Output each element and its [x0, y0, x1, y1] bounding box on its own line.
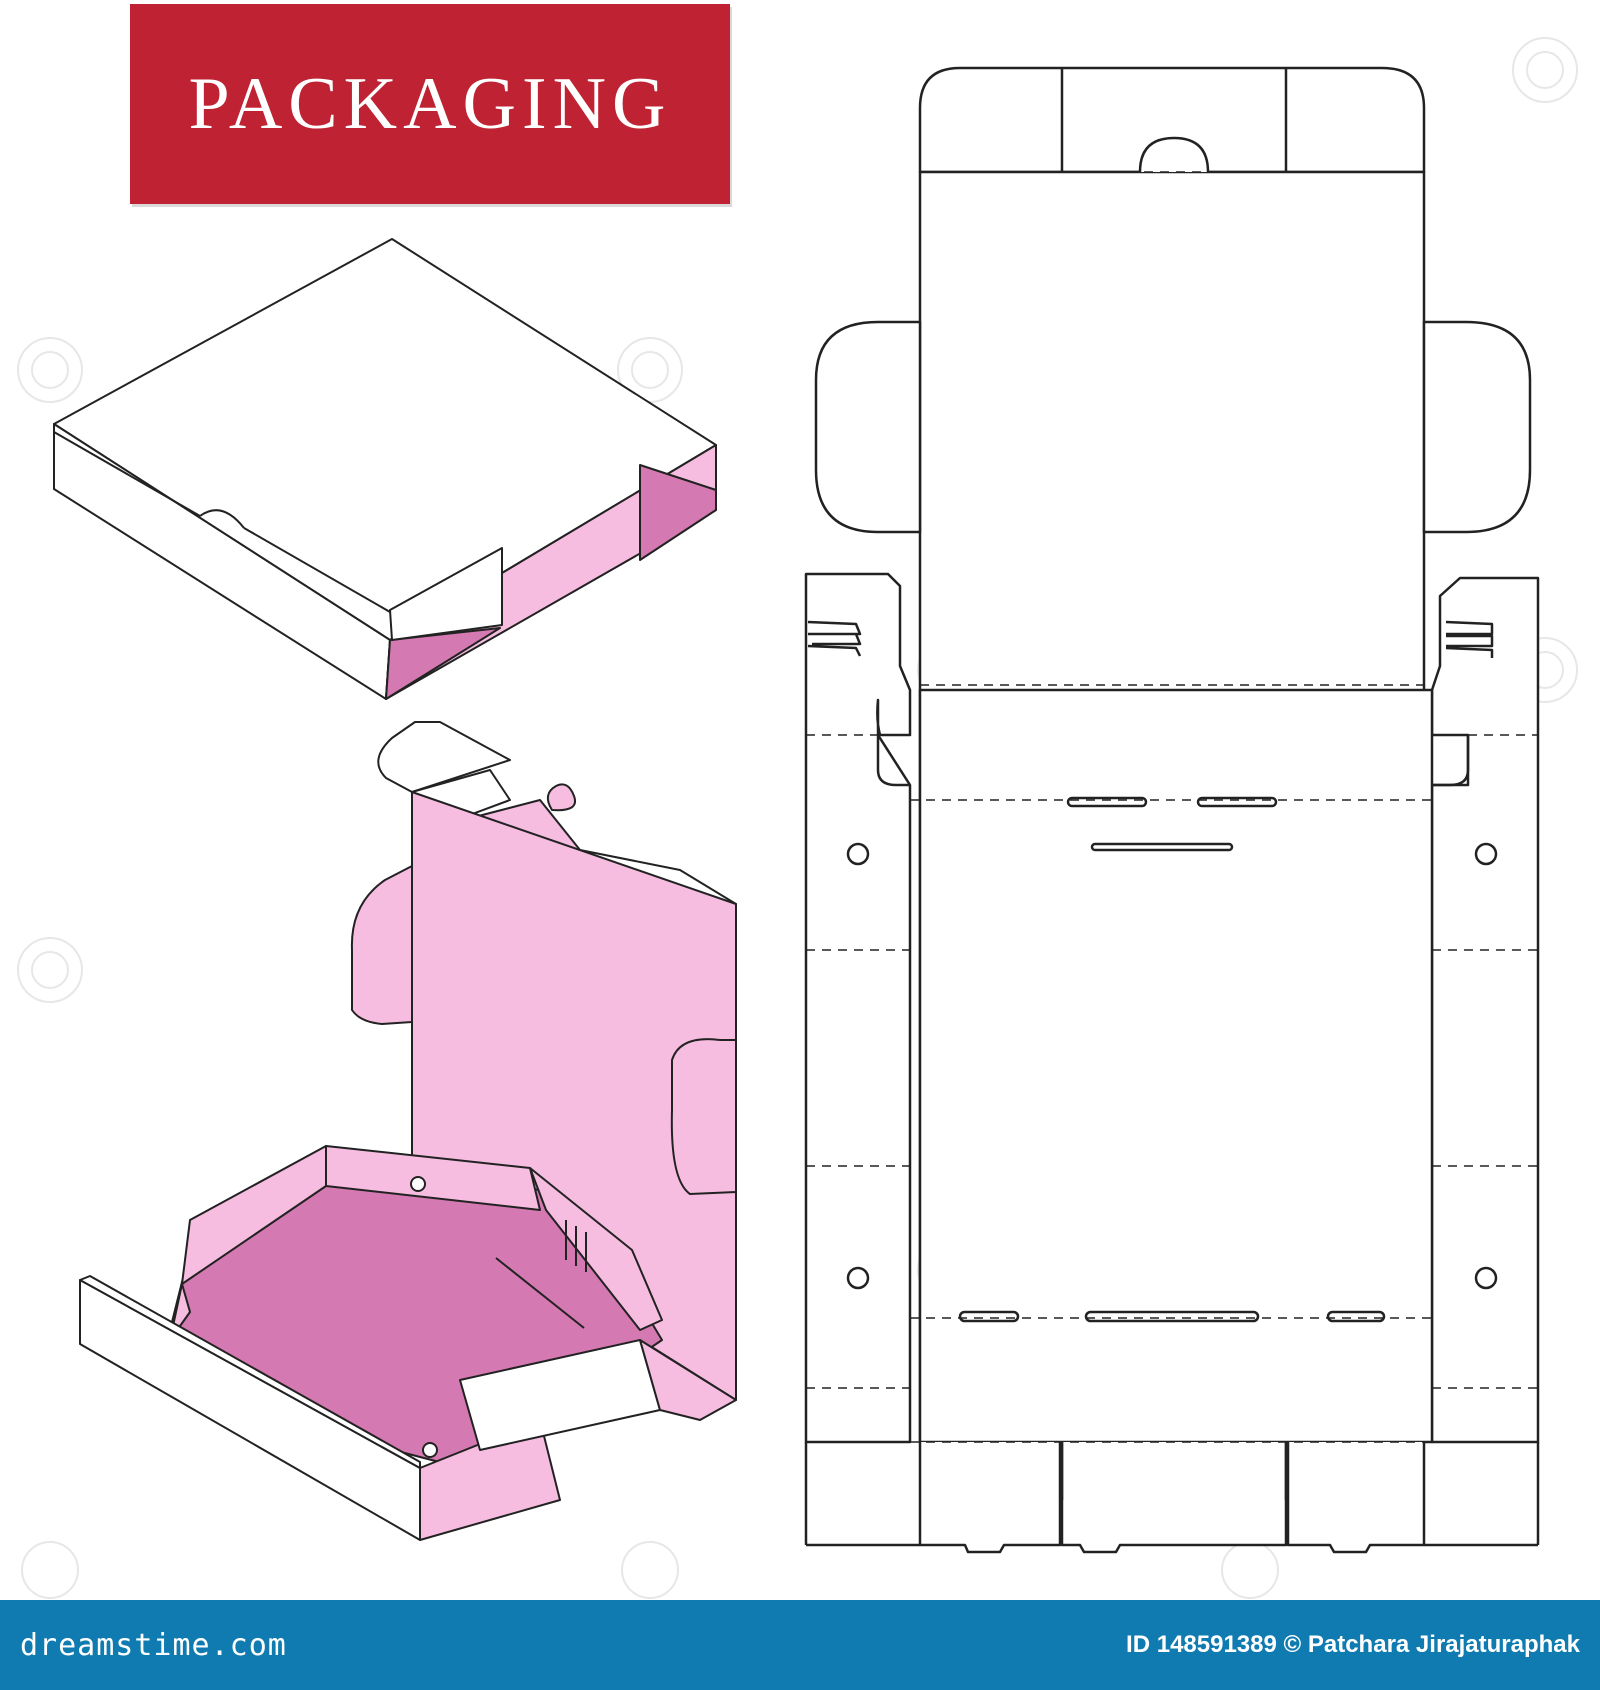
open-box-side-flap — [350, 865, 413, 1025]
dieline-bottom-tabs — [918, 1442, 1426, 1554]
title-text: PACKAGING — [188, 62, 672, 145]
dieline-right-wall — [1430, 576, 1540, 1444]
dieline-thumb-notch — [1138, 136, 1210, 173]
dieline — [804, 66, 1540, 1554]
footer-bar: dreamstime.com ID 148591389 © Patchara J… — [0, 1600, 1600, 1690]
open-box-front-lip — [79, 1275, 421, 1469]
dieline-hole-4 — [1474, 1266, 1498, 1290]
open-box-lock-hole-2 — [422, 1442, 438, 1458]
dieline-left-dust-flap — [814, 320, 922, 534]
closed-box-tuck-strip — [389, 547, 503, 641]
fold-lines — [806, 171, 1538, 1443]
dieline-hole-2 — [1474, 842, 1498, 866]
open-box-heart-hole — [546, 783, 576, 812]
open-box-right-corner-pink — [639, 1339, 737, 1421]
open-box-lock-hole-1 — [410, 1176, 426, 1192]
title-banner: PACKAGING — [130, 4, 730, 204]
dieline-hole-1 — [846, 842, 870, 866]
dieline-slot-6 — [1326, 1310, 1386, 1323]
closed-box-lid-top — [53, 238, 717, 641]
open-box-left-wall — [181, 1145, 327, 1285]
footer-credit: ID 148591389 © Patchara Jirajaturaphak — [1126, 1631, 1580, 1658]
open-box-lid-panel — [411, 791, 737, 1401]
dieline-slot-5 — [1084, 1310, 1260, 1323]
dieline-left-lock-tab — [807, 620, 862, 657]
dieline-right-lock-tab — [1445, 620, 1494, 658]
dieline-hole-3 — [846, 1266, 870, 1290]
dieline-slot-4 — [958, 1310, 1020, 1323]
dieline-left-wall — [804, 572, 912, 1444]
open-box-top-tab — [377, 721, 511, 793]
footer-logo[interactable]: dreamstime.com — [20, 1627, 287, 1663]
dieline-right-dust-flap — [1422, 320, 1532, 534]
closed-box — [53, 238, 717, 700]
closed-box-corner-pink — [385, 627, 501, 700]
dieline-slot-3 — [1090, 842, 1234, 852]
open-box-right-wall — [529, 1167, 663, 1331]
closed-box-thumb-notch — [199, 509, 245, 529]
dieline-top-flap — [918, 66, 1426, 174]
open-box — [79, 721, 737, 1541]
packaging-illustration — [17, 37, 1578, 1599]
